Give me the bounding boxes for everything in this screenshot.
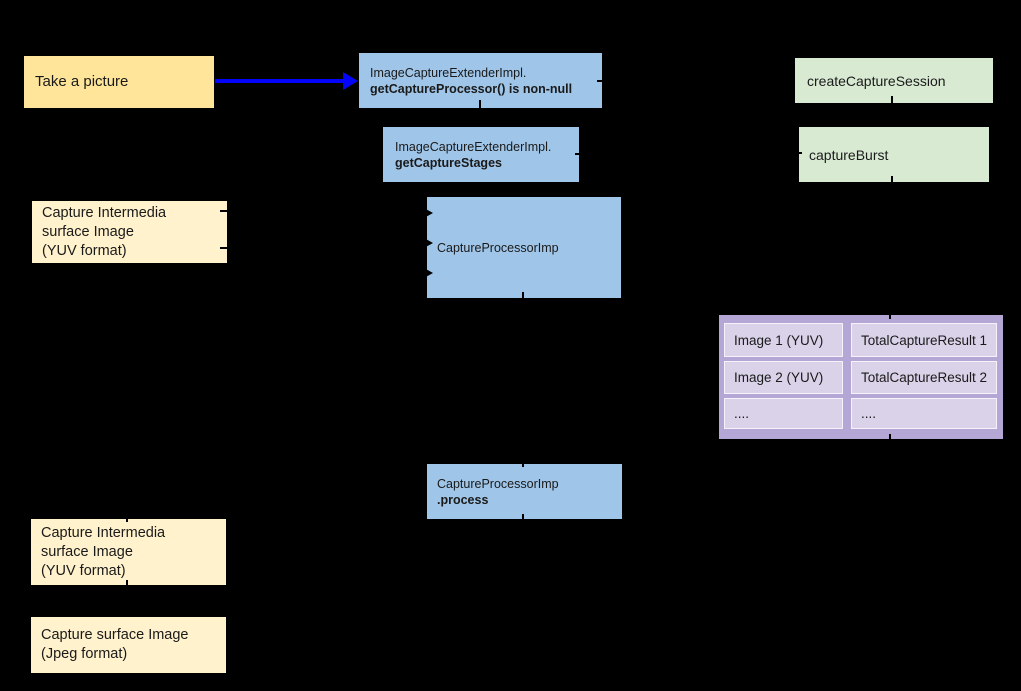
connector-stub — [479, 100, 481, 110]
node-capture-processor-process: CaptureProcessorImp .process — [427, 464, 622, 519]
result-cell-image-more: .... — [724, 398, 843, 429]
connector-stub — [891, 96, 893, 105]
connector-stub — [126, 580, 128, 589]
result-cell-image-2: Image 2 (YUV) — [724, 361, 843, 394]
capture-result-table: Image 1 (YUV) TotalCaptureResult 1 Image… — [719, 315, 1003, 439]
node-take-a-picture-label: Take a picture — [35, 73, 129, 90]
node-create-capture-session-label: createCaptureSession — [807, 72, 946, 89]
connector-stub — [522, 514, 524, 523]
connector-stub — [575, 153, 584, 155]
node-take-a-picture: Take a picture — [24, 56, 214, 108]
node-capture-intermedia-bottom: Capture Intermedia surface Image (YUV fo… — [31, 519, 226, 585]
node-capture-processor-process-line2: .process — [437, 492, 489, 507]
connector-stub — [522, 459, 524, 467]
node-get-capture-processor-line2: getCaptureProcessor() is non-null — [370, 81, 573, 96]
node-get-capture-processor-line1: ImageCaptureExtenderImpl. — [370, 65, 527, 80]
connector-stub — [891, 176, 893, 184]
connector-arrowhead-icon — [424, 268, 433, 278]
node-capture-burst-label: captureBurst — [809, 146, 889, 163]
node-get-capture-stages: ImageCaptureExtenderImpl. getCaptureStag… — [383, 127, 579, 182]
connector-stub — [220, 210, 230, 212]
result-cell-result-more: .... — [851, 398, 997, 429]
result-cell-result-1: TotalCaptureResult 1 — [851, 323, 997, 357]
node-capture-surface-jpeg: Capture surface Image (Jpeg format) — [31, 617, 226, 673]
node-capture-processor-imp: CaptureProcessorImp — [427, 197, 621, 298]
node-capture-processor-process-line1: CaptureProcessorImp — [437, 476, 559, 491]
connector-stub — [794, 152, 802, 154]
node-capture-intermedia-top-line2: surface Image — [42, 223, 134, 240]
connector-arrowhead-icon — [424, 208, 433, 218]
node-capture-intermedia-top: Capture Intermedia surface Image (YUV fo… — [32, 201, 227, 263]
connector-stub — [889, 309, 891, 319]
node-capture-processor-imp-label: CaptureProcessorImp — [437, 240, 559, 255]
node-get-capture-stages-line1: ImageCaptureExtenderImpl. — [395, 139, 552, 154]
node-capture-intermedia-bottom-line2: surface Image — [41, 543, 133, 560]
result-cell-result-2: TotalCaptureResult 2 — [851, 361, 997, 394]
flow-arrow-head-icon — [343, 72, 358, 90]
node-get-capture-stages-line2: getCaptureStages — [395, 155, 502, 170]
result-cell-image-1: Image 1 (YUV) — [724, 323, 843, 357]
node-capture-surface-jpeg-line1: Capture surface Image — [41, 627, 189, 643]
connector-stub — [522, 292, 524, 302]
connector-stub — [220, 247, 230, 249]
node-capture-surface-jpeg-line2: (Jpeg format) — [41, 646, 128, 662]
connector-stub — [126, 514, 128, 522]
node-capture-intermedia-bottom-line1: Capture Intermedia — [41, 524, 166, 541]
node-get-capture-processor: ImageCaptureExtenderImpl. getCaptureProc… — [359, 53, 602, 108]
flow-arrow-line — [215, 79, 345, 83]
node-capture-intermedia-top-line3: (YUV format) — [42, 242, 127, 259]
node-capture-burst: captureBurst — [799, 127, 989, 182]
node-capture-intermedia-bottom-line3: (YUV format) — [41, 562, 126, 579]
connector-arrowhead-icon — [424, 238, 433, 248]
connector-stub — [597, 80, 606, 82]
node-capture-intermedia-top-line1: Capture Intermedia — [42, 204, 167, 221]
connector-stub — [889, 434, 891, 443]
node-create-capture-session: createCaptureSession — [795, 58, 993, 103]
